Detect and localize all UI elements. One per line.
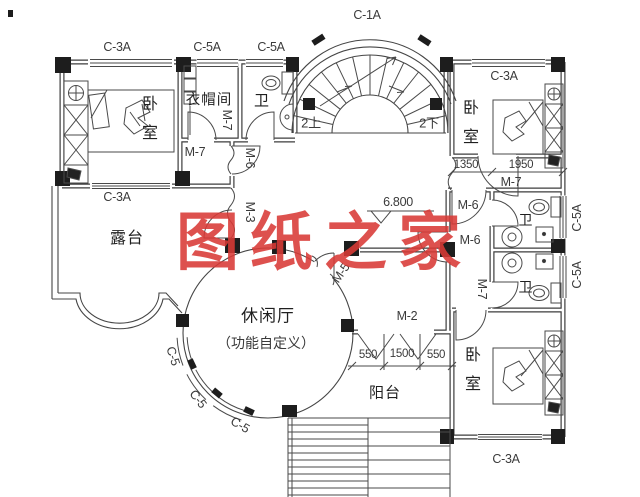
window-label-c1a: C-1A	[353, 8, 381, 22]
opening-break-lines	[227, 145, 457, 239]
door-bath-r1	[491, 199, 519, 227]
stair-label-up: 2上	[301, 115, 321, 131]
elevation-label: 6.800	[383, 195, 413, 209]
room-label-terrace: 露台	[109, 230, 145, 247]
room-label-bath-r1: 卫	[518, 212, 534, 228]
door-label-m6-left: M-6	[243, 147, 257, 169]
room-label-bedroom-top-right: 卧室	[460, 99, 477, 157]
window-label-c5a-r2: C-5A	[570, 261, 584, 289]
elevation-marker	[367, 210, 434, 224]
dim-label-1950: 1950	[508, 159, 534, 171]
door-label-m7-corridor: M-7	[475, 278, 489, 300]
room-label-cloakroom: 衣帽间	[185, 92, 233, 109]
dim-label-550-b: 550	[426, 349, 446, 361]
door-label-m2: M-2	[396, 309, 418, 323]
door-m7-cloakroom	[187, 111, 217, 141]
room-label-leisure-hall: 休闲厅	[241, 306, 295, 326]
room-label-bath-r2: 卫	[518, 279, 534, 295]
dimension-lines	[347, 167, 568, 371]
dim-label-1350: 1350	[453, 159, 479, 171]
door-m6-left	[231, 145, 261, 175]
door-label-m7-vert: M-7	[220, 109, 234, 131]
terrace-railing	[51, 186, 183, 330]
curved-window-c1a	[283, 39, 457, 105]
doors	[187, 111, 519, 360]
room-label-leisure-note: （功能自定义）	[217, 335, 315, 351]
door-m7-bedroom-tr	[477, 155, 519, 197]
door-m6-1	[451, 189, 487, 225]
watermark-text: 图纸之家	[176, 205, 472, 279]
window-label-c5a-top-2: C-5A	[257, 40, 285, 54]
window-label-c5a-r1: C-5A	[570, 204, 584, 232]
furniture	[63, 65, 564, 416]
leisure-circle	[176, 247, 354, 421]
stair-label-down: 2下	[419, 115, 439, 131]
window-label-c3a-top-right: C-3A	[490, 69, 518, 83]
door-label-m6-2: M-6	[459, 233, 481, 247]
room-label-balcony: 阳台	[368, 384, 402, 402]
room-label-bedroom-bottom-right: 卧室	[462, 346, 479, 404]
door-bath-r2	[491, 281, 519, 309]
window-label-c3a-terrace: C-3A	[103, 190, 131, 204]
door-label-m6-1: M-6	[457, 198, 479, 212]
entry-steps	[287, 417, 451, 497]
door-bedroom-br	[455, 309, 487, 341]
window-label-c3a-bottom-right: C-3A	[492, 452, 520, 466]
stair-direction-arrow	[319, 56, 397, 107]
door-label-m7-tr: M-7	[500, 175, 522, 189]
window-label-c5a-top-1: C-5A	[193, 40, 221, 54]
door-m3-terrace	[203, 209, 233, 239]
door-bath-top	[245, 111, 275, 141]
room-label-bath-top: 卫	[253, 92, 271, 110]
door-label-m7-cloakroom: M-7	[184, 145, 206, 159]
dim-label-550-a: 550	[358, 349, 378, 361]
dim-label-1500: 1500	[389, 348, 415, 360]
door-m2-double	[357, 333, 437, 360]
window-label-c3a-top-left: C-3A	[103, 40, 131, 54]
door-m6-2	[417, 231, 449, 263]
staircase	[283, 39, 457, 134]
room-label-bedroom-top-left: 卧室	[139, 95, 156, 153]
